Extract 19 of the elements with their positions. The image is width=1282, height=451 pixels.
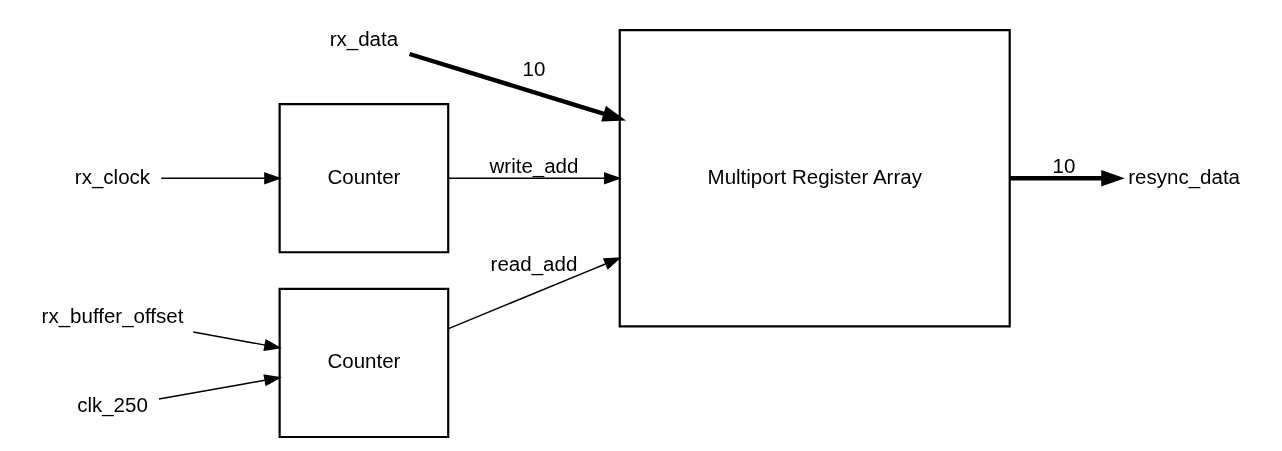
arrow [408, 51, 626, 122]
edge-label: write_add [489, 153, 579, 177]
arrow [158, 374, 282, 400]
node-text: clk_250 [77, 393, 148, 417]
arrow [1010, 170, 1125, 187]
node-text: rx_buffer_offset [41, 303, 184, 327]
arrow [447, 172, 622, 185]
node-box: Counter [278, 287, 450, 439]
node-box: Counter [278, 103, 450, 254]
arrow [192, 331, 282, 352]
edge-label: read_add [490, 251, 578, 275]
edge-label: 10 [522, 56, 546, 80]
node-text: rx_data [329, 26, 399, 50]
edge-label: 10 [1052, 153, 1076, 177]
node-box: Multiport Register Array [618, 29, 1011, 328]
node-text: rx_clock [74, 164, 151, 188]
arrow [160, 172, 282, 185]
arrow [447, 257, 622, 330]
node-text: resync_data [1128, 164, 1241, 188]
